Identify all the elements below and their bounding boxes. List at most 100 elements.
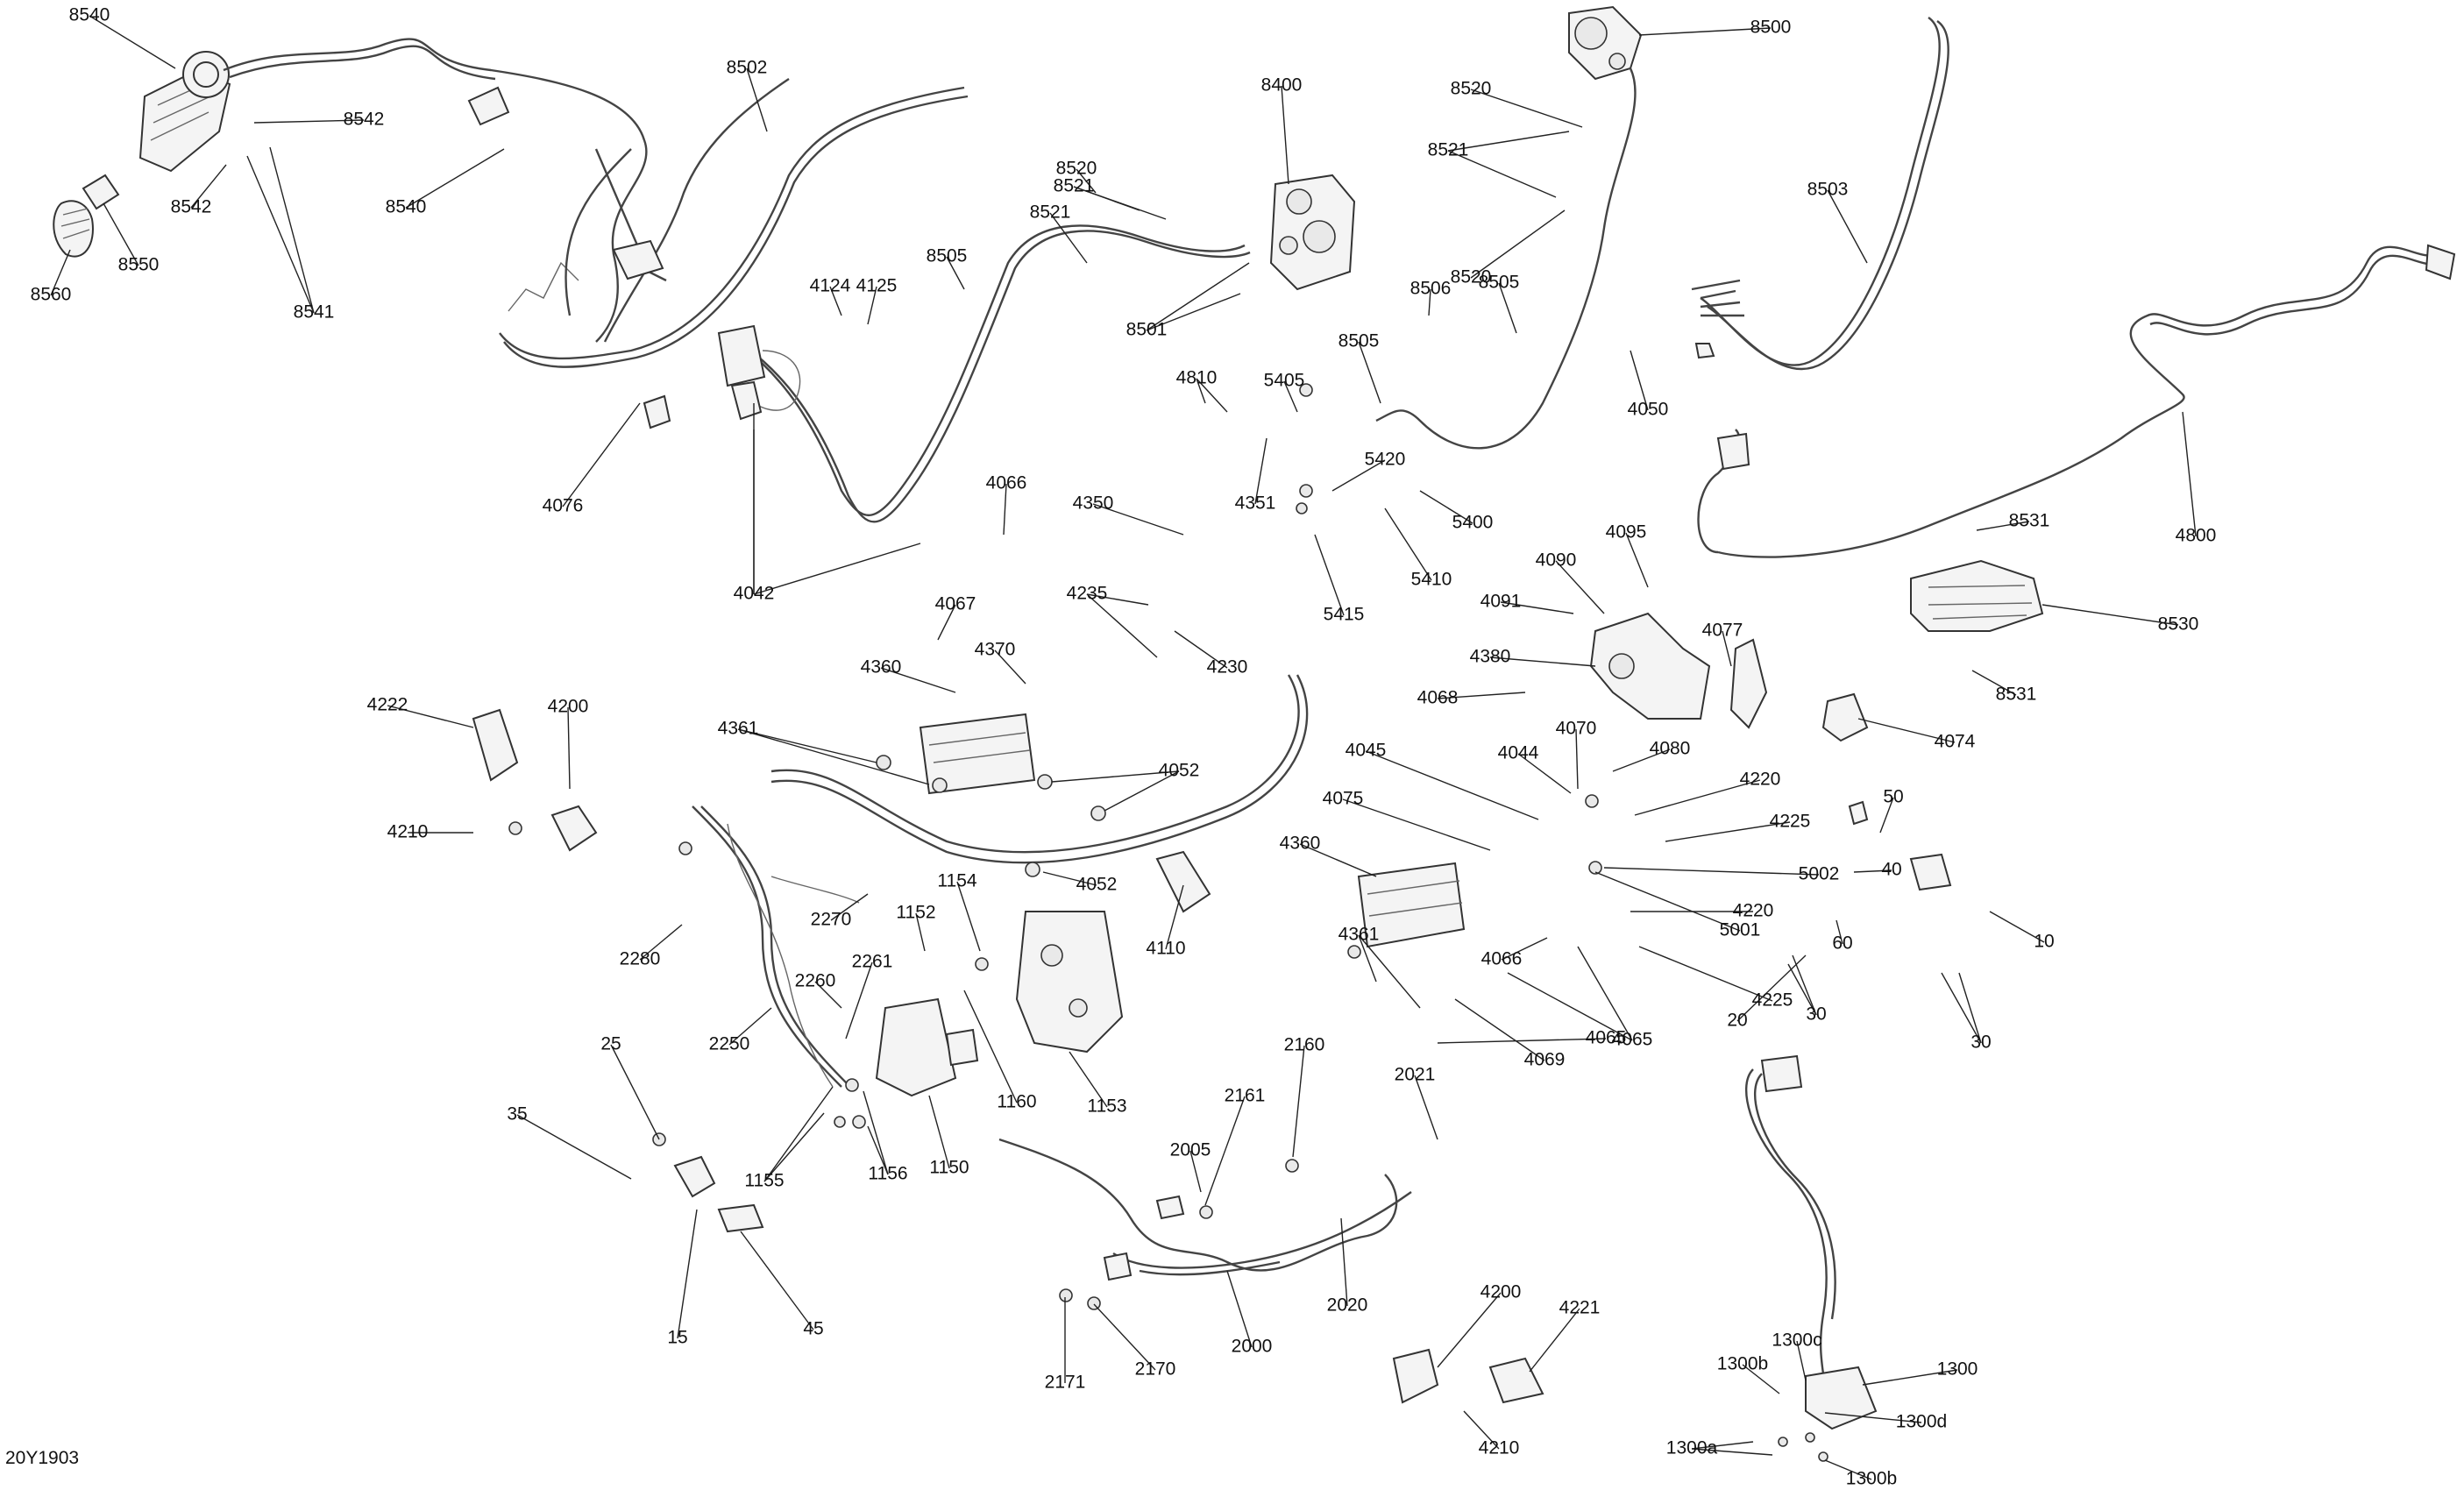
- part-label-8542: 8542: [344, 110, 385, 130]
- housing-8500: [1375, 5, 1643, 450]
- leader-line-15: [677, 1209, 698, 1339]
- leader-line-5405: [1283, 380, 1298, 413]
- bracket-4090: [1589, 612, 1869, 742]
- harness-2000: [998, 1138, 1412, 1281]
- part-label-4065: 4065: [1586, 1028, 1627, 1048]
- leader-line-8531: [1976, 521, 2030, 531]
- leader-line-5420: [1331, 459, 1386, 492]
- leader-line-8521: [1447, 150, 1557, 198]
- part-label-4069: 4069: [1524, 1050, 1566, 1070]
- leader-line-8502: [746, 67, 768, 132]
- leader-line-8540: [89, 15, 176, 69]
- leader-line-4370: [994, 649, 1026, 685]
- leader-line-8521: [1049, 212, 1088, 264]
- leader-line-10: [1989, 911, 2045, 943]
- leader-line-50: [1879, 797, 1894, 834]
- part-label-8542: 8542: [171, 197, 212, 217]
- part-label-2270: 2270: [811, 910, 852, 930]
- part-label-5415: 5415: [1324, 605, 1365, 625]
- part-label-5400: 5400: [1452, 513, 1494, 533]
- part-label-8520: 8520: [1451, 79, 1492, 99]
- part-label-2160: 2160: [1284, 1035, 1325, 1055]
- part-label-1300b: 1300b: [1717, 1354, 1768, 1374]
- leader-line-5415: [1314, 534, 1345, 616]
- leader-line-1300b: [1824, 1459, 1872, 1480]
- leader-line-30: [1958, 972, 1982, 1044]
- part-label-8531: 8531: [1996, 685, 2037, 705]
- part-label-8521: 8521: [1030, 202, 1071, 223]
- part-label-5420: 5420: [1365, 450, 1406, 470]
- leader-line-4052: [1104, 770, 1180, 812]
- leader-line-4052: [1042, 871, 1097, 886]
- leader-line-4095: [1625, 532, 1649, 588]
- right-grip-8530: [1910, 559, 2044, 632]
- part-label-8540: 8540: [69, 5, 110, 25]
- part-label-4124: 4124: [810, 276, 851, 296]
- part-label-4050: 4050: [1628, 400, 1669, 420]
- leader-line-2250: [728, 1007, 772, 1046]
- part-label-4220: 4220: [1740, 770, 1781, 790]
- leader-line-8521: [1447, 131, 1570, 152]
- leader-line-1152: [915, 912, 926, 952]
- leader-line-4210: [1463, 1410, 1500, 1450]
- leader-line-4066: [1501, 937, 1548, 961]
- part-label-8530: 8530: [2158, 614, 2199, 635]
- part-label-45: 45: [803, 1319, 823, 1339]
- part-label-4210: 4210: [1479, 1438, 1520, 1458]
- leader-line-60: [1836, 919, 1843, 945]
- leader-line-4225: [1665, 821, 1791, 842]
- part-label-2161: 2161: [1225, 1086, 1266, 1106]
- leader-line-8520: [1470, 89, 1583, 128]
- leader-line-2260: [814, 981, 842, 1009]
- part-label-4074: 4074: [1935, 732, 1976, 752]
- leader-line-4361: [737, 728, 877, 763]
- part-label-1300a: 1300a: [1666, 1438, 1718, 1458]
- part-label-4070: 4070: [1556, 719, 1597, 739]
- leader-line-1160: [963, 990, 1018, 1103]
- part-label-40: 40: [1881, 860, 1901, 880]
- leader-line-1153: [1069, 1051, 1108, 1108]
- leader-line-4069: [1454, 998, 1545, 1061]
- part-label-1300d: 1300d: [1896, 1412, 1947, 1432]
- part-label-1300c: 1300c: [1772, 1330, 1821, 1351]
- part-label-5001: 5001: [1720, 920, 1761, 940]
- fasteners: [508, 383, 1828, 1462]
- leader-line-4045: [1365, 750, 1539, 820]
- leader-line-4360: [880, 667, 956, 693]
- part-label-4370: 4370: [975, 640, 1016, 660]
- part-label-1150: 1150: [929, 1158, 969, 1178]
- leader-line-4080: [1612, 749, 1671, 772]
- clips: [472, 380, 1952, 1404]
- left-grip-part: [53, 51, 231, 258]
- leader-line-4044: [1517, 753, 1572, 794]
- leader-line-4077: [1722, 630, 1732, 667]
- leader-line-2261: [845, 961, 873, 1039]
- part-label-5410: 5410: [1411, 570, 1452, 590]
- leader-line-4800: [2182, 411, 2197, 537]
- part-label-8521: 8521: [1428, 140, 1469, 160]
- part-label-4067: 4067: [935, 594, 976, 614]
- part-label-4066: 4066: [1481, 949, 1523, 969]
- part-label-4065: 4065: [1612, 1030, 1653, 1050]
- part-label-4044: 4044: [1498, 743, 1539, 763]
- leader-line-1154: [956, 881, 981, 952]
- leader-line-8550: [103, 202, 139, 266]
- leader-line-4052: [1051, 770, 1180, 783]
- part-label-4225: 4225: [1752, 990, 1793, 1011]
- part-label-8540: 8540: [386, 197, 427, 217]
- part-label-1152: 1152: [896, 903, 935, 923]
- part-label-8505: 8505: [1339, 331, 1380, 351]
- part-label-8503: 8503: [1807, 180, 1849, 200]
- leader-line-2021: [1414, 1075, 1438, 1140]
- leader-line-4124: [829, 286, 842, 316]
- leader-line-2161: [1204, 1096, 1246, 1206]
- part-label-2020: 2020: [1327, 1295, 1368, 1316]
- box-4360-lower: [1357, 862, 1466, 948]
- part-label-5405: 5405: [1264, 371, 1305, 391]
- leader-line-2000: [1226, 1270, 1253, 1348]
- part-label-4045: 4045: [1346, 741, 1387, 761]
- part-label-4080: 4080: [1650, 739, 1691, 759]
- leader-line-30: [1792, 954, 1817, 1016]
- leader-line-8400: [1281, 85, 1289, 185]
- part-label-4221: 4221: [1559, 1298, 1601, 1318]
